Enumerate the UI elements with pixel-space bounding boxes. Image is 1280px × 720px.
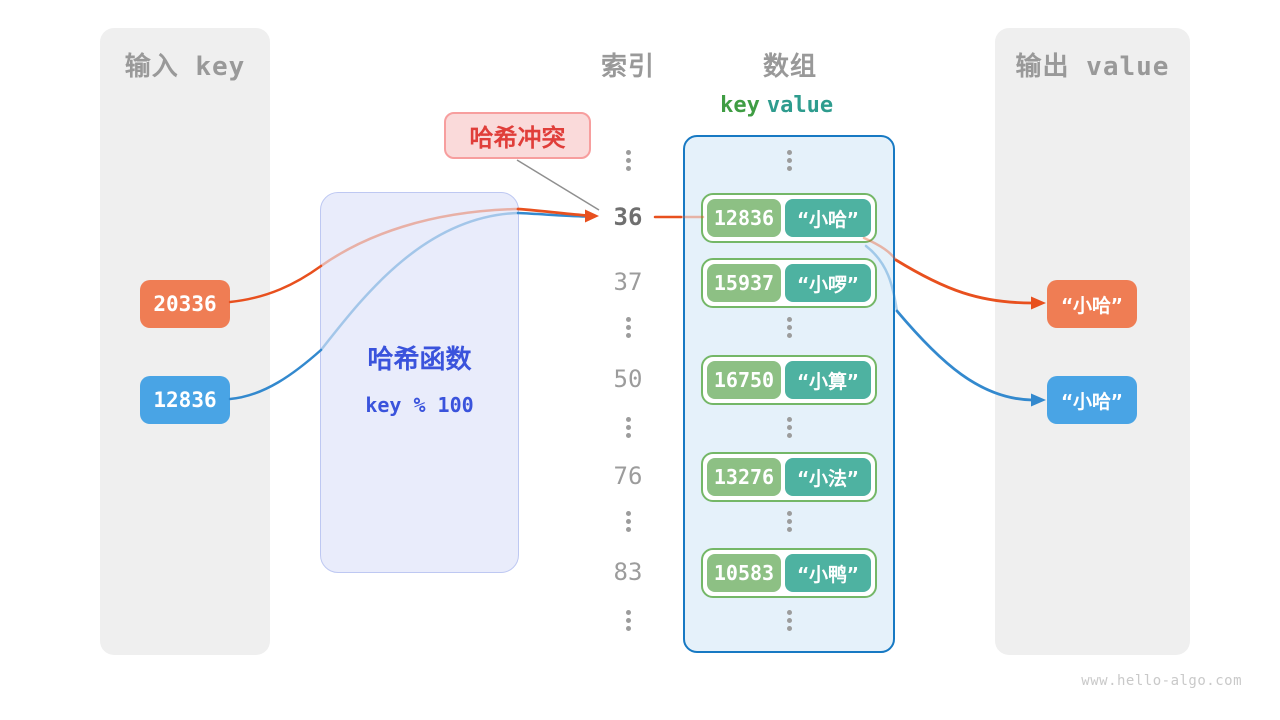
output-panel-title: 输出 value bbox=[1015, 52, 1170, 82]
array-key-header: key bbox=[720, 93, 760, 118]
input-panel: 输入 key bbox=[100, 28, 270, 655]
array-row-value: “小啰” bbox=[785, 264, 871, 302]
watermark: www.hello-algo.com bbox=[1081, 673, 1242, 689]
input-key-box-blue: 12836 bbox=[140, 376, 230, 424]
array-row: 16750 “小算” bbox=[701, 355, 877, 405]
array-ellipsis bbox=[787, 610, 792, 615]
index-ellipsis bbox=[626, 150, 631, 155]
array-row-value: “小算” bbox=[785, 361, 871, 399]
array-row-value: “小哈” bbox=[785, 199, 871, 237]
array-ellipsis bbox=[787, 417, 792, 422]
index-ellipsis bbox=[626, 417, 631, 422]
array-row: 13276 “小法” bbox=[701, 452, 877, 502]
array-value-header: value bbox=[766, 93, 834, 118]
array-row-value: “小法” bbox=[785, 458, 871, 496]
collision-pointer-line bbox=[516, 159, 600, 211]
array-row-key: 15937 bbox=[707, 264, 781, 302]
index-ellipsis bbox=[626, 610, 631, 615]
hash-collision-label: 哈希冲突 bbox=[444, 112, 591, 159]
orange-merge-segment bbox=[516, 207, 589, 217]
output-panel: 输出 value bbox=[995, 28, 1190, 655]
blue-merge-segment bbox=[516, 211, 588, 218]
index-ellipsis bbox=[626, 317, 631, 322]
array-column-title: 数组 bbox=[762, 52, 817, 82]
array-row-key: 12836 bbox=[707, 199, 781, 237]
input-key-box-orange: 20336 bbox=[140, 280, 230, 328]
index-76: 76 bbox=[613, 462, 643, 490]
array-ellipsis bbox=[787, 511, 792, 516]
index-50: 50 bbox=[613, 365, 643, 393]
array-row: 12836 “小哈” bbox=[701, 193, 877, 243]
array-row-key: 13276 bbox=[707, 458, 781, 496]
array-row-key: 10583 bbox=[707, 554, 781, 592]
array-row-value: “小鸭” bbox=[785, 554, 871, 592]
array-row: 15937 “小啰” bbox=[701, 258, 877, 308]
index-36: 36 bbox=[613, 203, 643, 231]
input-panel-title: 输入 key bbox=[124, 52, 246, 82]
output-value-box-orange: “小哈” bbox=[1047, 280, 1137, 328]
array-row: 10583 “小鸭” bbox=[701, 548, 877, 598]
index-column-title: 索引 bbox=[600, 52, 655, 82]
array-ellipsis bbox=[787, 317, 792, 322]
index-83: 83 bbox=[613, 558, 643, 586]
index-37: 37 bbox=[613, 268, 643, 296]
output-value-box-blue: “小哈” bbox=[1047, 376, 1137, 424]
hash-function-box: 哈希函数 key % 100 bbox=[320, 192, 519, 573]
array-ellipsis bbox=[787, 150, 792, 155]
hash-function-title: 哈希函数 bbox=[367, 345, 472, 375]
index-ellipsis bbox=[626, 511, 631, 516]
hash-function-formula: key % 100 bbox=[365, 393, 474, 417]
array-row-key: 16750 bbox=[707, 361, 781, 399]
